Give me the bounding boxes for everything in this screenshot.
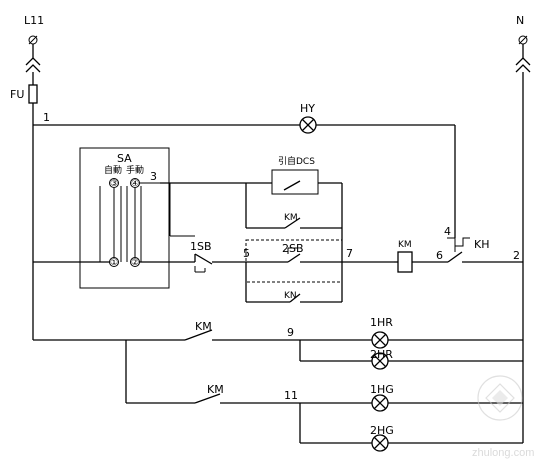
kh-contact-icon: [447, 251, 463, 263]
node-6-label: 6: [436, 249, 443, 262]
lamp-2hr-icon: [371, 352, 389, 370]
sa-contact-4-label: ④: [131, 179, 139, 189]
watermark-logo-icon: [477, 375, 523, 421]
km-coil-label: KM: [398, 240, 412, 250]
node-11-label: 11: [284, 389, 298, 402]
lamp-2hg-icon: [371, 434, 389, 452]
dcs-label: 引自DCS: [278, 155, 315, 167]
dcs-km-branch: [160, 169, 343, 262]
n-plug-icon: [515, 57, 531, 73]
lamp-2hr-label: 2HR: [370, 348, 393, 361]
kn-contact-icon: [289, 293, 301, 303]
fu-label: FU: [10, 88, 24, 101]
km-parallel-label: KM: [284, 213, 298, 223]
hy-label: HY: [300, 102, 315, 115]
lamp-1hr-label: 1HR: [370, 316, 393, 329]
km-green-contact-icon: [194, 393, 221, 404]
km-parallel-contact-icon: [284, 217, 301, 229]
sa-switch-box: [79, 147, 170, 289]
node-3-label: 3: [150, 170, 157, 183]
km-coil-icon: [397, 251, 413, 273]
fuse-icon: [28, 84, 38, 104]
watermark: zhulong.com: [472, 375, 534, 459]
sb2-label: 2SB: [282, 242, 304, 255]
node-4-label: 4: [444, 225, 451, 238]
lamp-2hg-label: 2HG: [370, 424, 394, 437]
km-red-label: KM: [195, 320, 212, 333]
node-7-label: 7: [346, 247, 353, 260]
lamp-branches: [33, 329, 523, 452]
sa-contact-2-label: ②: [131, 258, 139, 268]
l11-plug-icon: [25, 57, 41, 73]
sa-contact-1-label: ①: [110, 258, 118, 268]
node-5-label: 5: [243, 247, 250, 260]
sa-mode-auto-label: 自動: [104, 164, 122, 176]
km-red-contact-icon: [184, 329, 213, 341]
sb1-label: 1SB: [190, 240, 212, 253]
n-label: N: [516, 14, 524, 27]
sa-mode-manual-label: 手動: [126, 164, 144, 176]
right-bus: [515, 35, 531, 443]
watermark-text: zhulong.com: [472, 447, 534, 459]
dcs-contact-icon: [283, 180, 301, 191]
sa-selector-switch: [79, 147, 195, 289]
km-green-label: KM: [207, 383, 224, 396]
node-2-label: 2: [513, 249, 520, 262]
lamp-1hg-icon: [371, 394, 389, 412]
hy-branch: [33, 116, 456, 238]
left-bus: [25, 35, 41, 340]
sb2-button-icon: [287, 253, 301, 263]
l11-label: L11: [24, 14, 44, 27]
lamp-1hr-icon: [371, 331, 389, 349]
node-9-label: 9: [287, 326, 294, 339]
sa-label: SA: [117, 152, 132, 165]
sa-contact-3-label: ③: [110, 179, 118, 189]
dcs-box: [271, 169, 319, 195]
sa-contact-3-icon: [109, 178, 119, 188]
lamp-1hg-label: 1HG: [370, 383, 394, 396]
kh-label: KH: [474, 238, 490, 251]
main-control-row: [33, 237, 523, 273]
kn-label: KN: [284, 291, 297, 301]
kh-thermal-icon: [447, 237, 470, 247]
node-1-label: 1: [43, 111, 50, 124]
